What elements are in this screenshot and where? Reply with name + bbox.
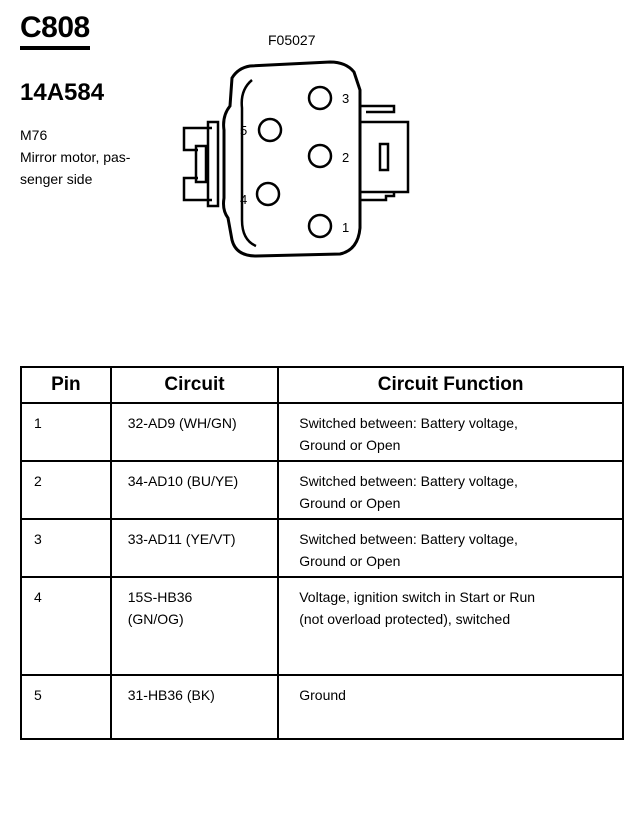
pin-cell: 5: [20, 674, 112, 740]
component-description: Mirror motor, pas- senger side: [20, 146, 170, 190]
function-cell: Switched between: Battery voltage, Groun…: [277, 402, 624, 462]
function-cell: Voltage, ignition switch in Start or Run…: [277, 576, 624, 676]
function-line: Switched between: Battery voltage,: [299, 473, 518, 489]
circuit-cell: 32-AD9 (WH/GN): [109, 402, 280, 462]
pin-cavity-5: [257, 117, 283, 143]
circuit-cell: 34-AD10 (BU/YE): [109, 460, 280, 520]
left-latch: [182, 120, 220, 208]
header-pin: Pin: [20, 366, 112, 404]
circuit-line: (GN/OG): [127, 611, 184, 627]
connector-housing: [222, 60, 362, 258]
circuit-line: 32-AD9 (WH/GN): [127, 415, 237, 431]
function-line: Ground: [299, 687, 346, 703]
pin-label-5: 5: [240, 123, 247, 138]
function-line: Switched between: Battery voltage,: [299, 531, 518, 547]
table-row: 4 15S-HB36 (GN/OG) Voltage, ignition swi…: [20, 576, 624, 676]
pin-cavity-4: [255, 181, 281, 207]
function-cell: Ground: [277, 674, 624, 740]
component-code: M76: [20, 127, 48, 143]
pin-label-3: 3: [342, 91, 349, 106]
function-line: Voltage, ignition switch in Start or Run: [299, 589, 536, 605]
pin-label-2: 2: [342, 150, 349, 165]
pin-label-1: 1: [342, 220, 349, 235]
circuit-line: 15S-HB36: [127, 589, 193, 605]
connector-id: C808: [20, 12, 90, 50]
function-cell: Switched between: Battery voltage, Groun…: [277, 460, 624, 520]
function-line: Switched between: Battery voltage,: [299, 415, 518, 431]
connector-inner-contour: [240, 79, 257, 248]
circuit-cell: 33-AD11 (YE/VT): [109, 518, 280, 578]
table-row: 1 32-AD9 (WH/GN) Switched between: Batte…: [20, 402, 624, 462]
table-header-row: Pin Circuit Circuit Function: [20, 366, 624, 404]
circuit-cell: 15S-HB36 (GN/OG): [109, 576, 280, 676]
component-description-line: Mirror motor, pas-: [20, 149, 131, 165]
connector-diagram: 3 2 1 5 4: [182, 60, 410, 258]
table-row: 3 33-AD11 (YE/VT) Switched between: Batt…: [20, 518, 624, 578]
part-number: 14A584: [20, 79, 105, 106]
circuit-line: 33-AD11 (YE/VT): [127, 531, 236, 547]
function-line: Ground or Open: [299, 437, 401, 453]
pin-cell: 4: [20, 576, 112, 676]
header-circuit: Circuit: [109, 366, 280, 404]
component-description-line: senger side: [20, 171, 93, 187]
pin-table: Pin Circuit Circuit Function 1 32-AD9 (W…: [20, 366, 624, 740]
header-circuit-function: Circuit Function: [277, 366, 624, 404]
function-line: (not overload protected), switched: [299, 611, 511, 627]
function-line: Ground or Open: [299, 553, 401, 569]
pin-cavity-2: [307, 143, 333, 169]
circuit-line: 34-AD10 (BU/YE): [127, 473, 239, 489]
table-row: 2 34-AD10 (BU/YE) Switched between: Batt…: [20, 460, 624, 520]
right-tab: [358, 104, 410, 202]
function-line: Ground or Open: [299, 495, 401, 511]
pin-cell: 1: [20, 402, 112, 462]
circuit-cell: 31-HB36 (BK): [109, 674, 280, 740]
pin-label-4: 4: [240, 192, 247, 207]
circuit-line: 31-HB36 (BK): [127, 687, 215, 703]
pin-cavity-3: [307, 85, 333, 111]
figure-id: F05027: [268, 32, 316, 48]
pin-cavity-1: [307, 213, 333, 239]
table-row: 5 31-HB36 (BK) Ground: [20, 674, 624, 740]
pin-cell: 2: [20, 460, 112, 520]
pin-cell: 3: [20, 518, 112, 578]
function-cell: Switched between: Battery voltage, Groun…: [277, 518, 624, 578]
